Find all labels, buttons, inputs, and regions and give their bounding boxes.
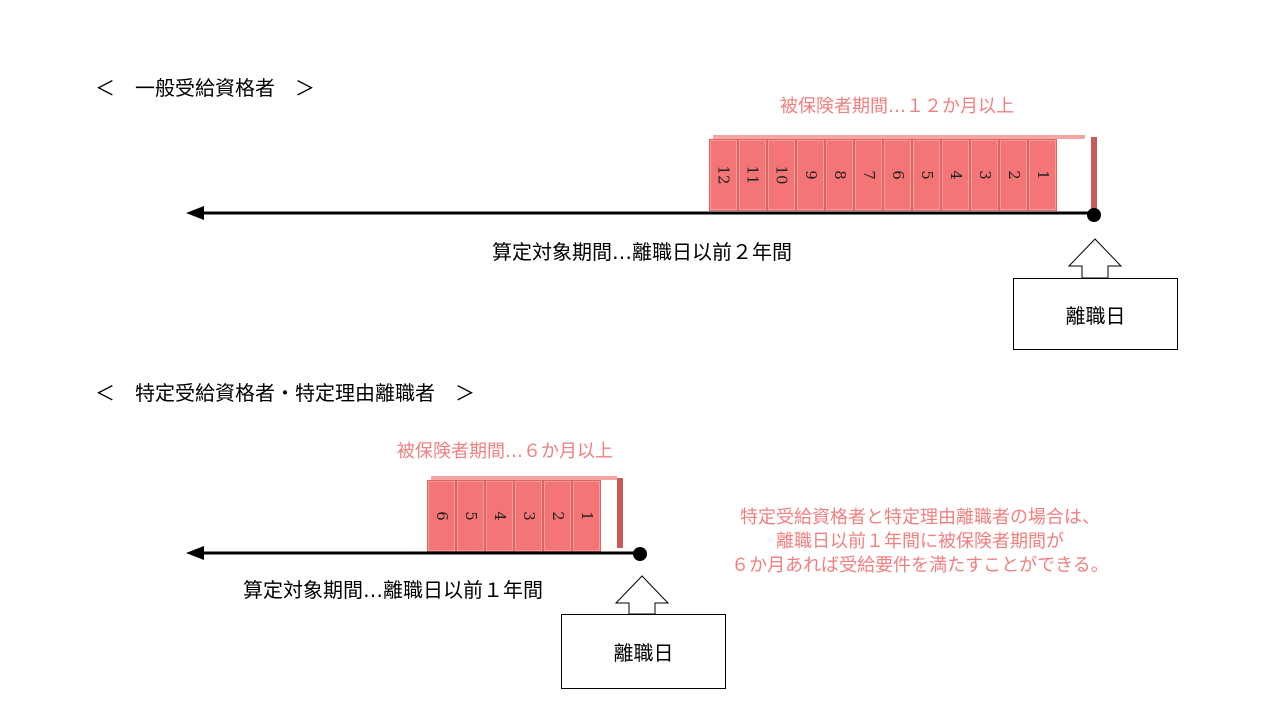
general-pointer-up-arrow [1067, 238, 1123, 279]
special-heading: ＜ 特定受給資格者・特定理由離職者 ＞ [95, 381, 475, 405]
special-pointer-up-arrow [614, 575, 670, 615]
general-month-cell: 9 [796, 139, 825, 211]
general-separation-date-box: 離職日 [1013, 278, 1178, 350]
general-period-label: 算定対象期間…離職日以前２年間 [492, 240, 792, 264]
special-note-line-3: ６か月あれば受給要件を満たすことができる。 [731, 555, 1109, 576]
general-month-cell: 11 [738, 139, 767, 211]
general-separation-dot [1087, 208, 1101, 222]
special-note: 特定受給資格者と特定理由離職者の場合は、 離職日以前１年間に被保険者期間が ６か… [690, 506, 1150, 578]
special-month-cell: 2 [543, 480, 572, 552]
special-separation-date-label: 離職日 [613, 641, 674, 665]
general-month-cell: 4 [941, 139, 970, 211]
general-month-cell: 8 [825, 139, 854, 211]
special-month-cell: 5 [456, 480, 485, 552]
general-month-cell: 12 [709, 139, 738, 211]
special-note-line-1: 特定受給資格者と特定理由離職者の場合は、 [740, 507, 1100, 528]
general-insured-period-label: 被保険者期間…１２か月以上 [780, 96, 1014, 117]
special-period-label: 算定対象期間…離職日以前１年間 [243, 578, 543, 602]
general-heading: ＜ 一般受給資格者 ＞ [95, 76, 315, 100]
special-note-line-2: 離職日以前１年間に被保険者期間が [776, 531, 1064, 552]
general-arrowhead [186, 206, 204, 220]
special-arrowhead [186, 546, 204, 560]
special-insured-period-label: 被保険者期間…６か月以上 [397, 441, 613, 462]
general-separation-date-label: 離職日 [1065, 303, 1126, 328]
general-month-cell: 5 [912, 139, 941, 211]
special-month-cell: 1 [572, 480, 601, 552]
general-month-cell: 6 [883, 139, 912, 211]
general-month-cell: 3 [970, 139, 999, 211]
general-month-cell: 2 [999, 139, 1028, 211]
general-month-cell: 1 [1028, 139, 1057, 211]
general-month-cell: 10 [767, 139, 796, 211]
special-separation-dot [633, 547, 647, 561]
general-month-cell: 7 [854, 139, 883, 211]
special-month-cell: 3 [514, 480, 543, 552]
